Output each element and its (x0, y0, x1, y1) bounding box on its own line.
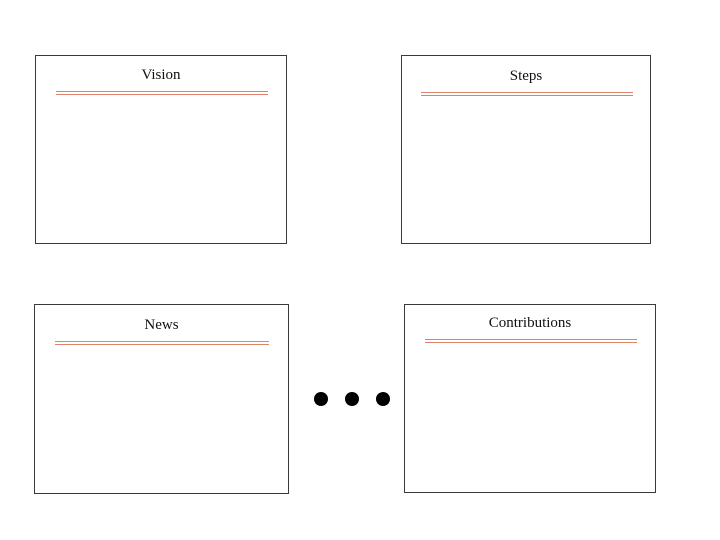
vision-title: Vision (141, 67, 181, 83)
news-panel: News (34, 304, 289, 494)
contributions-title-rule (425, 339, 637, 343)
ellipsis-dot-1 (314, 392, 328, 406)
ellipsis-dot-2 (345, 392, 359, 406)
contributions-title: Contributions (488, 315, 572, 331)
news-title-rule (55, 341, 269, 345)
vision-panel: Vision (35, 55, 287, 244)
ellipsis-dot-3 (376, 392, 390, 406)
steps-title-rule (421, 92, 633, 96)
steps-panel: Steps (401, 55, 651, 244)
news-title: News (144, 317, 179, 333)
steps-title: Steps (509, 68, 543, 84)
contributions-panel: Contributions (404, 304, 656, 493)
vision-title-rule (56, 91, 268, 95)
